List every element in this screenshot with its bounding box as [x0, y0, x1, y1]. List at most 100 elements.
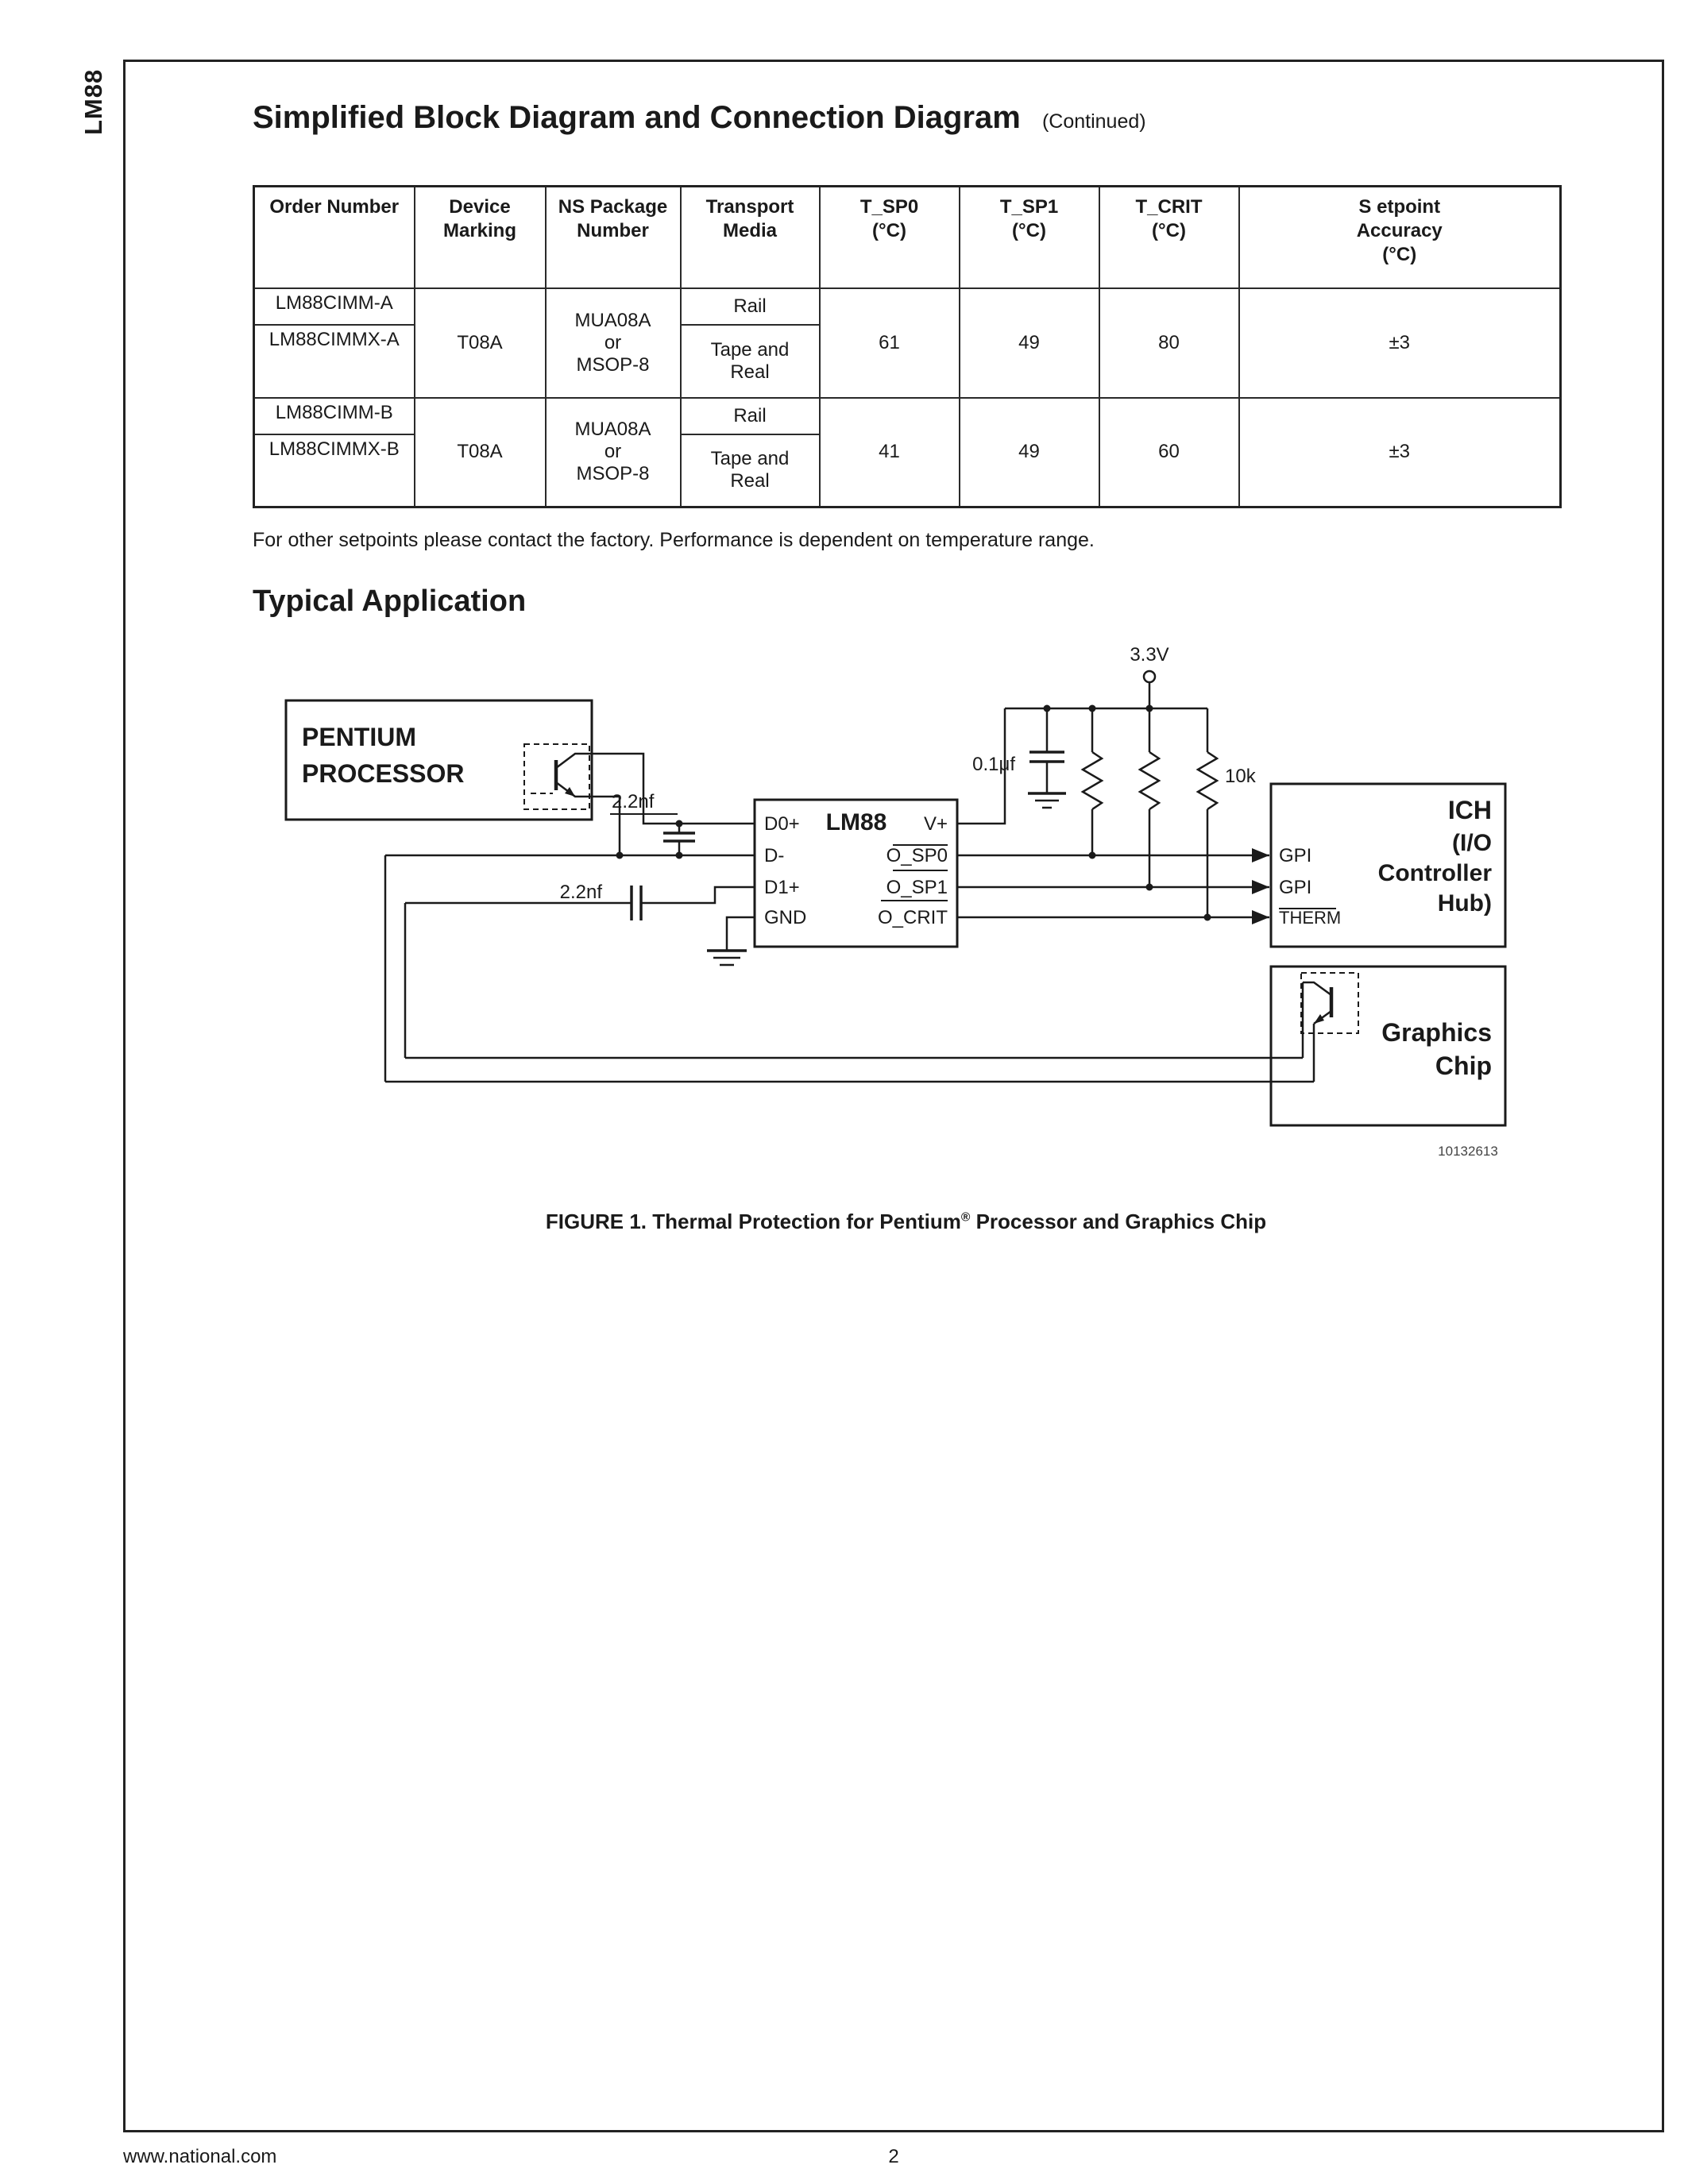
registered-mark: ®	[960, 1210, 971, 1225]
col-header-tcrit: T_CRIT(°C)	[1098, 185, 1240, 289]
cell-order-number: LM88CIMM-A	[253, 287, 415, 326]
ich-label-1: ICH	[1448, 796, 1492, 824]
ich-pin-gpi-1: GPI	[1279, 845, 1311, 866]
lm88-box	[753, 798, 959, 948]
gnd-wire	[725, 916, 755, 951]
table-row: LM88CIMM-B T08A MUA08A or MSOP-8 Rail 41…	[253, 396, 1562, 508]
table-footnote: For other setpoints please contact the f…	[253, 529, 1095, 551]
filter-cap-1-label: 2.2nf	[612, 791, 655, 812]
pentium-label-2: PROCESSOR	[302, 759, 464, 788]
pin-dminus-label: D-	[764, 845, 784, 866]
resistor-icon	[1138, 708, 1161, 887]
caption-text: FIGURE 1. Thermal Protection for Pentium	[545, 1210, 961, 1233]
header-line: NS Package	[558, 196, 668, 218]
transport-line: Tape and	[710, 338, 790, 361]
bypass-capacitor-icon	[1028, 708, 1066, 809]
pin-d1p-label: D1+	[764, 877, 800, 898]
vplus-wire	[957, 708, 1006, 825]
cell-tsp1: 49	[958, 396, 1100, 508]
package-line: MUA08A	[574, 419, 651, 441]
header-line: (°C)	[1152, 220, 1186, 241]
graphics-label-2: Chip	[1435, 1051, 1492, 1080]
filter-capacitor-2-icon	[630, 886, 643, 920]
arrow-icon	[1252, 880, 1269, 894]
header-line: T_CRIT	[1135, 196, 1203, 218]
table-row: LM88CIMM-A T08A MUA08A or MSOP-8 Rail 61…	[253, 287, 1562, 399]
pin-osp0-label: O_SP0	[886, 845, 948, 866]
typical-application-heading: Typical Application	[253, 585, 527, 618]
d1p-wire	[641, 886, 755, 905]
header-line: T_SP1	[999, 196, 1059, 218]
figure-caption: FIGURE 1. Thermal Protection for Pentium…	[253, 1210, 1559, 1234]
pullup-resistor-label: 10k	[1225, 766, 1257, 787]
cell-transport-media: Rail	[679, 396, 821, 435]
cell-accuracy: ±3	[1238, 396, 1562, 508]
cell-order-number: LM88CIMM-B	[253, 396, 415, 435]
header-line: Accuracy	[1356, 220, 1443, 241]
pin-osp1-label: O_SP1	[886, 877, 948, 898]
header-line: Order Number	[269, 196, 400, 218]
arrow-icon	[1252, 848, 1269, 862]
page-footer: www.national.com 2	[123, 2146, 1664, 2168]
col-header-order-number: Order Number	[253, 185, 415, 289]
ich-box	[1269, 782, 1507, 948]
header-line: Device	[449, 196, 511, 218]
cell-tsp0: 41	[818, 396, 960, 508]
package-line: MSOP-8	[576, 463, 650, 485]
thermal-diode-transistor-icon	[1300, 972, 1359, 1082]
header-line: S etpoint	[1358, 196, 1441, 218]
header-line: Number	[577, 220, 649, 241]
table-row: LM88CIMMX-A Tape and Real	[253, 323, 1561, 399]
package-line: or	[604, 441, 622, 463]
cell-tsp0: 61	[818, 287, 960, 399]
header-line: Transport	[705, 196, 794, 218]
table-row: LM88CIMMX-B Tape and Real	[253, 433, 1561, 508]
supply-label: 3.3V	[1130, 644, 1168, 666]
package-line: MSOP-8	[576, 353, 650, 376]
cell-transport-media: Tape and Real	[679, 323, 821, 399]
thermal-diode-transistor-icon	[523, 743, 590, 810]
ich-pin-gpi-2: GPI	[1279, 877, 1311, 898]
footer-website: www.national.com	[123, 2146, 277, 2167]
cell-package: MUA08A or MSOP-8	[544, 396, 682, 508]
dminus-branch-wire	[589, 795, 621, 855]
resistor-icon	[1196, 708, 1219, 917]
arrow-icon	[1252, 910, 1269, 924]
junction-dots	[616, 704, 1211, 921]
header-line: (°C)	[872, 220, 906, 241]
package-line: or	[604, 331, 622, 353]
ground-icon	[707, 949, 747, 967]
figure-drawing-number: 10132613	[1438, 1144, 1498, 1159]
continued-label: (Continued)	[1041, 110, 1146, 133]
cell-accuracy: ±3	[1238, 287, 1562, 399]
pentium-box	[284, 699, 593, 821]
cell-transport-media: Tape and Real	[679, 433, 821, 508]
filter-cap-2-label: 2.2nf	[560, 882, 603, 903]
pin-vplus-label: V+	[924, 813, 948, 835]
cell-device-marking: T08A	[413, 287, 547, 399]
graphics-chip-box	[1269, 965, 1507, 1127]
header-line: (°C)	[1012, 220, 1046, 241]
header-line: Media	[722, 220, 777, 241]
caption-text: Processor and Graphics Chip	[970, 1210, 1267, 1233]
figure-1-diagram: 3.3V 0.1μf	[253, 625, 1559, 1181]
cell-device-marking: T08A	[413, 396, 547, 508]
package-line: MUA08A	[574, 309, 651, 331]
ground-icon	[1028, 792, 1066, 809]
col-header-tsp0: T_SP0(°C)	[818, 185, 960, 289]
ich-label-2: (I/O	[1452, 830, 1492, 856]
supply-terminal-icon	[1142, 669, 1157, 684]
pin-gnd-label: GND	[764, 907, 806, 928]
cell-tcrit: 60	[1098, 396, 1240, 508]
ich-label-4: Hub)	[1438, 890, 1492, 916]
transport-line: Real	[730, 470, 770, 492]
section-title-text: Simplified Block Diagram and Connection …	[253, 100, 1021, 135]
cell-order-number: LM88CIMMX-A	[253, 323, 415, 399]
col-header-tsp1: T_SP1(°C)	[958, 185, 1100, 289]
filter-capacitor-1-icon	[663, 824, 695, 855]
